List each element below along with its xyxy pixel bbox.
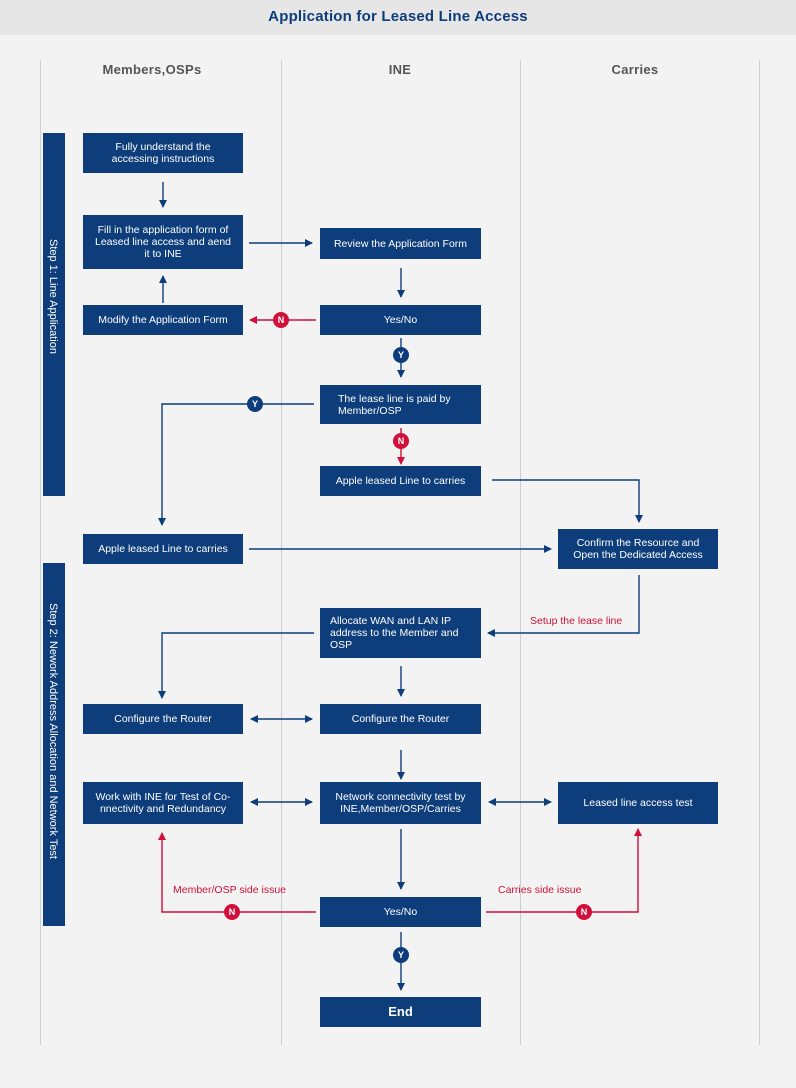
label-carries-side-issue: Carries side issue [498,884,582,896]
box-apple-leased-member: Apple leased Line to carries [83,534,243,564]
lane-divider [759,60,760,1045]
badge-yes-paid: Y [247,396,263,412]
box-work-with-ine: Work with INE for Test of Co-nnectivity … [83,782,243,824]
badge-yes-decision-1: Y [393,347,409,363]
box-configure-router-member: Configure the Router [83,704,243,734]
page-title: Application for Leased Line Access [268,8,528,25]
badge-no-carries-issue: N [576,904,592,920]
lane-divider [40,60,41,1045]
arrow-ine-apple-to-confirm [492,479,643,523]
step-1-bar: Step 1: Line Application [43,133,65,496]
lane-divider [281,60,282,1045]
lane-header-ine: INE [388,62,412,77]
lane-divider [520,60,521,1045]
arrow-yesno2-to-leased [486,828,642,913]
box-end: End [320,997,481,1027]
box-paid-by-member: The lease line is paid by Member/OSP [320,385,481,424]
box-review-form: Review the Application Form [320,228,481,259]
box-leased-line-test: Leased line access test [558,782,718,824]
badge-yes-decision-2: Y [393,947,409,963]
box-apple-leased-ine: Apple leased Line to carries [320,466,481,496]
box-modify-form: Modify the Application Form [83,305,243,335]
box-allocate-ip: Allocate WAN and LAN IP address to the M… [320,608,481,658]
box-decision-1: Yes/No [320,305,481,335]
box-understand-instructions: Fully understand the accessing instructi… [83,133,243,173]
badge-no-modify: N [273,312,289,328]
box-configure-router-ine: Configure the Router [320,704,481,734]
box-confirm-resource: Confirm the Resource and Open the Dedica… [558,529,718,569]
lane-header-carries: Carries [611,62,659,77]
box-decision-2: Yes/No [320,897,481,927]
arrow-confirm-to-allocate [487,575,640,637]
badge-no-paid: N [393,433,409,449]
step-2-bar: Step 2: Nework Address Allocation and Ne… [43,563,65,926]
label-member-side-issue: Member/OSP side issue [173,884,287,896]
box-network-test: Network connectivity test by INE,Member/… [320,782,481,824]
box-fill-application-form: Fill in the application form of Leased l… [83,215,243,269]
lane-header-members: Members,OSPs [102,62,202,77]
label-setup-lease-line: Setup the lease line [530,615,623,627]
arrow-paid-to-member-apple [158,403,314,526]
arrow-yesno2-to-work [158,832,316,913]
title-bar [0,0,796,35]
badge-no-member-issue: N [224,904,240,920]
arrow-allocate-to-member-router [158,632,314,699]
